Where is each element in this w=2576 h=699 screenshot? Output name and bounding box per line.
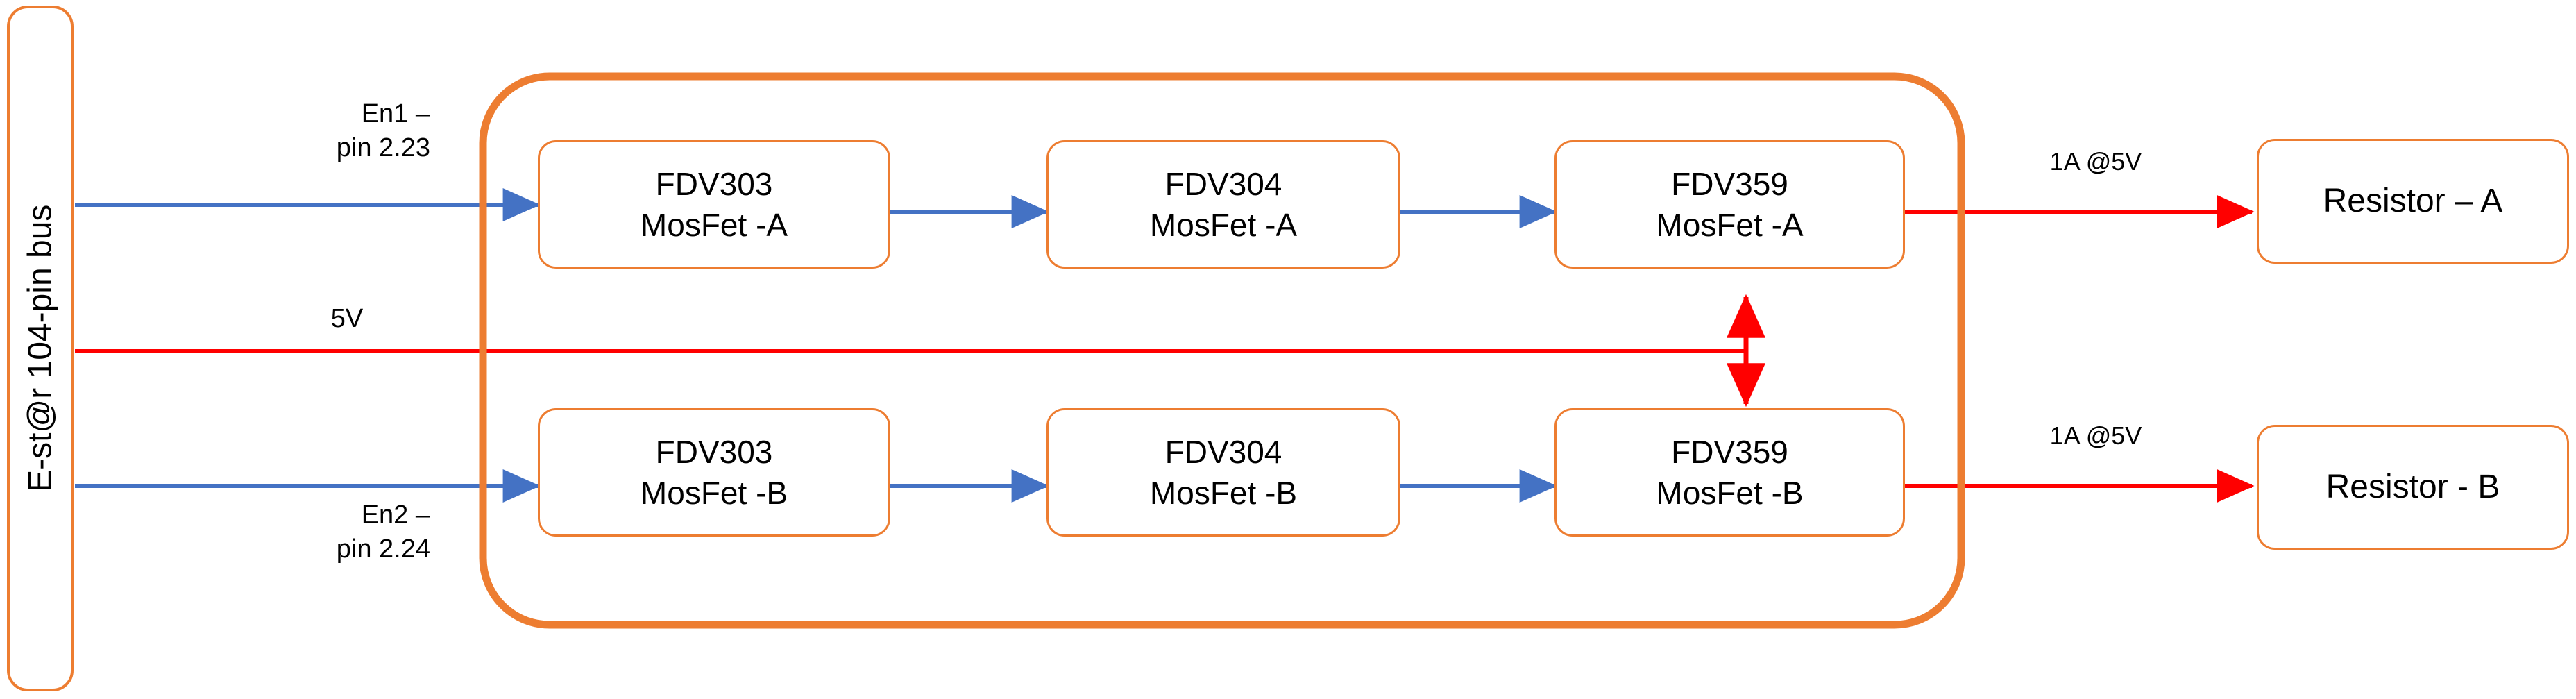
label-en1-line1: En1 –: [361, 99, 430, 128]
label-out-b-text: 1A @5V: [2049, 421, 2142, 450]
node-fdv303-b[interactable]: FDV303 MosFet -B: [538, 408, 890, 537]
label-out-a-text: 1A @5V: [2049, 147, 2142, 176]
node-fdv303-a[interactable]: FDV303 MosFet -A: [538, 140, 890, 269]
node-fdv303-a-line1: FDV303: [655, 165, 773, 202]
node-fdv303-a-line2: MosFet -A: [640, 206, 788, 243]
node-resistor-a[interactable]: Resistor – A: [2257, 139, 2569, 264]
node-fdv303-b-line2: MosFet -B: [640, 474, 788, 511]
node-fdv303-b-line1: FDV303: [655, 433, 773, 470]
label-out-a: 1A @5V: [1992, 146, 2200, 178]
node-fdv359-a[interactable]: FDV359 MosFet -A: [1554, 140, 1905, 269]
label-en2: En2 – pin 2.24: [194, 498, 430, 567]
node-fdv359-b-line2: MosFet -B: [1656, 474, 1804, 511]
node-fdv304-b[interactable]: FDV304 MosFet -B: [1046, 408, 1400, 537]
bus-label: E-st@r 104-pin bus: [22, 204, 59, 493]
node-fdv304-a-line1: FDV304: [1164, 165, 1282, 202]
node-resistor-a-label: Resistor – A: [2323, 183, 2503, 220]
label-en2-line1: En2 –: [361, 500, 430, 530]
label-5v-text: 5V: [330, 304, 364, 333]
label-5v: 5V: [278, 302, 416, 336]
label-en1-line2: pin 2.23: [336, 133, 430, 163]
label-en2-line2: pin 2.24: [336, 534, 430, 564]
node-fdv304-b-line1: FDV304: [1164, 433, 1282, 470]
bus-node[interactable]: E-st@r 104-pin bus: [7, 6, 74, 691]
node-fdv359-a-line2: MosFet -A: [1656, 206, 1804, 243]
node-resistor-b-label: Resistor - B: [2325, 469, 2500, 506]
node-fdv304-b-line2: MosFet -B: [1149, 474, 1298, 511]
label-out-b: 1A @5V: [1992, 420, 2200, 453]
node-fdv359-b[interactable]: FDV359 MosFet -B: [1554, 408, 1905, 537]
node-fdv304-a-line2: MosFet -A: [1149, 206, 1298, 243]
node-fdv359-a-line1: FDV359: [1671, 165, 1788, 202]
label-en1: En1 – pin 2.23: [194, 97, 430, 166]
node-fdv304-a[interactable]: FDV304 MosFet -A: [1046, 140, 1400, 269]
node-fdv359-b-line1: FDV359: [1671, 433, 1788, 470]
node-resistor-b[interactable]: Resistor - B: [2257, 425, 2569, 550]
